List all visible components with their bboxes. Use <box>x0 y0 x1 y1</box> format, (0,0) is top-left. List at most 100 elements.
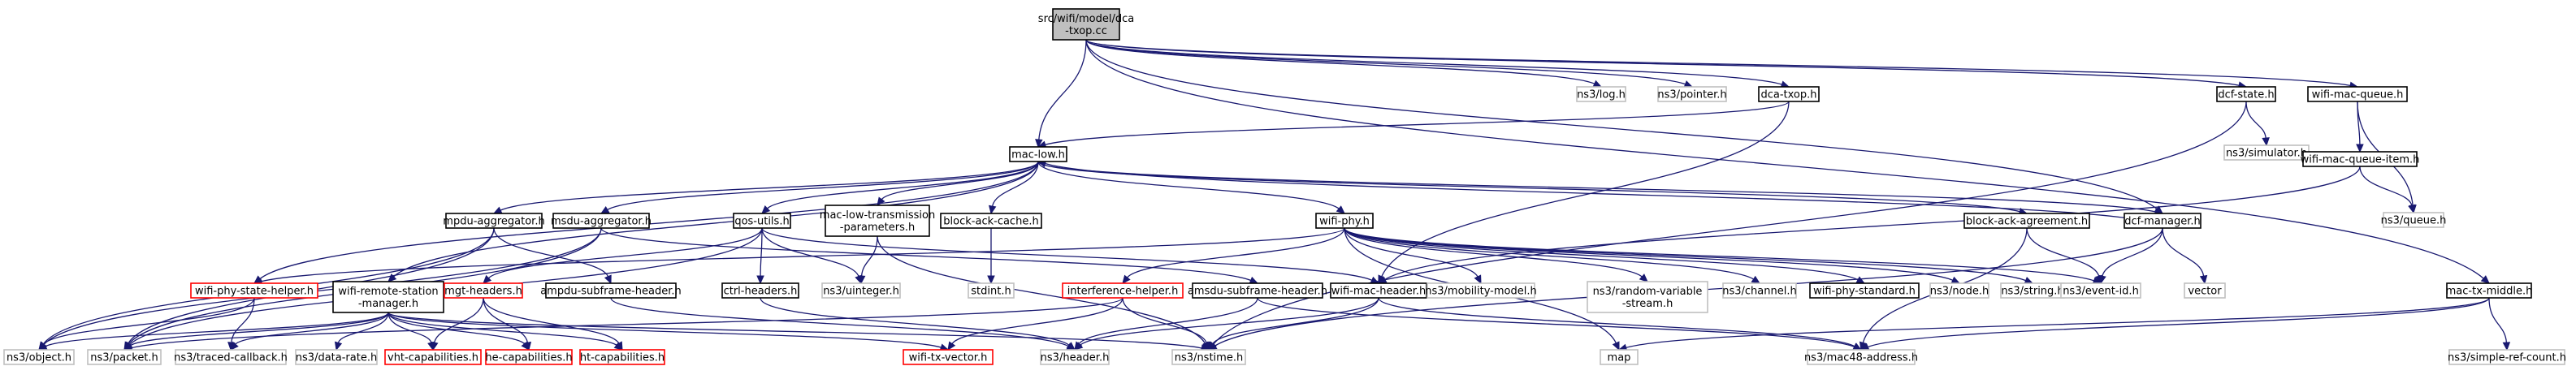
node-box <box>295 349 378 365</box>
edge-arrowhead <box>1208 341 1217 351</box>
node-mac-low-h[interactable]: mac-low.h <box>1009 146 1067 162</box>
node-box <box>2446 282 2532 299</box>
node-box <box>384 349 482 365</box>
node-vht-capabilities-h[interactable]: vht-capabilities.h <box>384 349 482 365</box>
node-qos-utils-h[interactable]: qos-utils.h <box>733 213 791 229</box>
node-dcf-manager-h[interactable]: dcf-manager.h <box>2124 213 2202 229</box>
node-box <box>2060 282 2141 299</box>
node-wifi-phy-standard-h[interactable]: wifi-phy-standard.h <box>1809 282 1920 299</box>
node-box <box>1315 213 1374 229</box>
node-random-variable-stream-h: ns3/random-variable-stream.h <box>1587 281 1708 313</box>
node-box <box>1722 282 1797 299</box>
edge-amsdu_subframe_header_h-to-mac48_address_h <box>1257 297 1863 351</box>
node-label: map <box>1608 352 1631 364</box>
node-label: mpdu-aggregator.h <box>443 216 544 228</box>
node-box <box>1330 282 1427 299</box>
node-amsdu-subframe-header-h[interactable]: amsdu-subframe-header.h <box>1188 282 1327 299</box>
node-mgt-headers-h[interactable]: mgt-headers.h <box>444 282 523 299</box>
node-box <box>1427 282 1535 299</box>
node-wifi-mac-queue-item-h[interactable]: wifi-mac-queue-item.h <box>2301 151 2420 167</box>
edge-wifi_phy_h-to-random_variable_stream_h <box>1344 227 1648 282</box>
node-wifi-phy-state-helper-h[interactable]: wifi-phy-state-helper.h <box>190 282 318 299</box>
node-data-rate-h: ns3/data-rate.h <box>295 349 378 365</box>
node-simulator-h: ns3/simulator.h <box>2223 144 2310 161</box>
node-label: -manager.h <box>358 298 418 310</box>
node-ht-capabilities-h[interactable]: ht-capabilities.h <box>579 349 665 365</box>
edge-arrowhead <box>2199 274 2208 285</box>
edge-mac_low_tx_params_h-to-uinteger_h <box>857 235 878 285</box>
node-pointer-h: ns3/pointer.h <box>1657 86 1727 102</box>
edge-arrowhead <box>2502 342 2511 351</box>
node-map: map <box>1600 349 1639 365</box>
node-label: ns3/pointer.h <box>1657 89 1726 101</box>
edge-block_ack_cache_h-to-stdint_h <box>987 228 995 285</box>
node-event-id-h: ns3/event-id.h <box>2060 282 2141 299</box>
node-ampdu-subframe-header-h[interactable]: ampdu-subframe-header.h <box>540 282 682 299</box>
node-dca-txop-h[interactable]: dca-txop.h <box>1758 86 1820 102</box>
edge-arrowhead <box>1950 276 1961 284</box>
edge-wifi_mac_header_h-to-header_h <box>1074 297 1379 351</box>
edge-arrowhead <box>615 341 623 351</box>
node-queue-h: ns3/queue.h <box>2381 212 2447 228</box>
node-wifi-mac-queue-h[interactable]: wifi-mac-queue.h <box>2307 86 2408 102</box>
node-label: dca-txop.h <box>1760 89 1816 101</box>
node-box <box>332 281 444 313</box>
edge-mac_tx_middle_h-to-map <box>1617 297 2490 351</box>
node-wifi-phy-h[interactable]: wifi-phy.h <box>1315 213 1374 229</box>
edge-mac_tx_middle_h-to-mac48_address_h <box>1859 297 2490 351</box>
node-label: wifi-phy-state-helper.h <box>195 286 314 298</box>
node-label: ns3/mac48-address.h <box>1804 352 1918 364</box>
node-dcf-state-h[interactable]: dcf-state.h <box>2216 86 2276 102</box>
edge-arrowhead <box>857 275 866 285</box>
node-wifi-tx-vector-h[interactable]: wifi-tx-vector.h <box>903 349 994 365</box>
edge-dca_txop_cc-to-mac_low_h <box>1035 39 1087 149</box>
edge-arrowhead <box>431 341 439 351</box>
edge-ampdu_subframe_header_h-to-header_h <box>610 297 1076 351</box>
edge-qos_utils_h-to-mgt_headers_h <box>483 227 763 284</box>
edge-mgt_headers_h-to-he_capabilities_h <box>483 297 532 351</box>
node-msdu-aggregator-h[interactable]: msdu-aggregator.h <box>551 213 652 229</box>
node-label: ns3/traced-callback.h <box>174 352 288 364</box>
node-box <box>445 213 543 229</box>
edge-wifi_mac_header_h-to-nstime_h <box>1208 297 1379 351</box>
edge-wifi_phy_h-to-mobility_model_h <box>1344 227 1482 285</box>
node-ctrl-headers-h[interactable]: ctrl-headers.h <box>721 282 799 299</box>
node-block-ack-agreement-h[interactable]: block-ack-agreement.h <box>1963 213 2090 229</box>
edge-qos_utils_h-to-ctrl_headers_h <box>756 227 764 285</box>
node-label: ns3/packet.h <box>90 352 158 364</box>
edge-mgt_headers_h-to-vht_capabilities_h <box>431 297 484 351</box>
node-dca-txop-cc: src/wifi/model/dca-txop.cc <box>1038 8 1134 41</box>
node-label: ns3/queue.h <box>2381 215 2447 227</box>
node-wifi-mac-header-h[interactable]: wifi-mac-header.h <box>1330 282 1427 299</box>
edge-interference_helper_h-to-wifi_tx_vector_h <box>947 297 1123 351</box>
edge-arrowhead <box>947 341 956 351</box>
node-label: dcf-state.h <box>2218 89 2274 101</box>
node-block-ack-cache-h[interactable]: block-ack-cache.h <box>940 213 1042 229</box>
node-label: mgt-headers.h <box>444 286 522 298</box>
node-label: wifi-tx-vector.h <box>909 352 988 364</box>
edge-arrowhead <box>1855 276 1866 284</box>
node-box <box>1171 349 1246 365</box>
node-he-capabilities-h[interactable]: he-capabilities.h <box>485 349 573 365</box>
node-label: wifi-phy-standard.h <box>1813 286 1916 298</box>
node-label: interference-helper.h <box>1067 286 1179 298</box>
node-box <box>175 349 287 365</box>
node-mobility-model-h: ns3/mobility-model.h <box>1425 282 1537 299</box>
node-interference-helper-h[interactable]: interference-helper.h <box>1062 282 1184 299</box>
node-box <box>903 349 994 365</box>
node-mpdu-aggregator-h[interactable]: mpdu-aggregator.h <box>443 213 545 229</box>
edge-interference_helper_h-to-packet_h <box>123 297 1123 352</box>
node-wifi-remote-station-manager-h[interactable]: wifi-remote-station-manager.h <box>332 281 444 313</box>
node-mac-low-tx-params-h[interactable]: mac-low-transmission-parameters.h <box>820 205 935 237</box>
node-mac-tx-middle-h[interactable]: mac-tx-middle.h <box>2446 282 2533 299</box>
edge-arrowhead <box>761 205 771 214</box>
node-mac48-address-h: ns3/mac48-address.h <box>1804 349 1918 365</box>
node-label: -parameters.h <box>840 222 915 234</box>
edge-wifi_remote_station_manager_h-to-traced_callback_h <box>230 312 389 351</box>
edge-arrowhead <box>1751 275 1761 284</box>
node-box <box>940 213 1042 229</box>
node-label: ns3/object.h <box>6 352 71 364</box>
edge-wifi_phy_h-to-interference_helper_h <box>1122 227 1345 284</box>
node-box <box>1929 282 1989 299</box>
